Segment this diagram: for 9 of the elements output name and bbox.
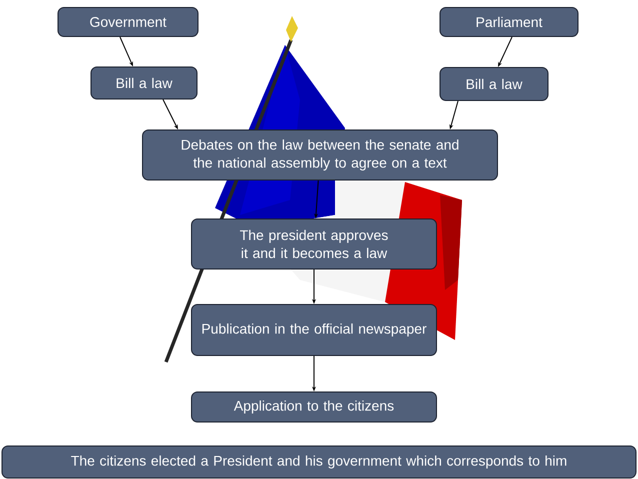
- process-box: The president approves it and it becomes a law: [191, 218, 437, 270]
- process-box: Publication in the official newspaper: [191, 304, 437, 356]
- process-box: Government: [58, 7, 198, 37]
- process-box: Bill a law: [440, 67, 548, 101]
- process-box: Bill a law: [90, 66, 198, 100]
- process-box: The citizens elected a President and his government which corresponds to him: [2, 446, 636, 478]
- process-box: Application to the citizens: [191, 392, 437, 422]
- process-box: Parliament: [440, 7, 578, 37]
- process-box: Debates on the law between the senate and the national assembly to agree on a text: [142, 130, 498, 180]
